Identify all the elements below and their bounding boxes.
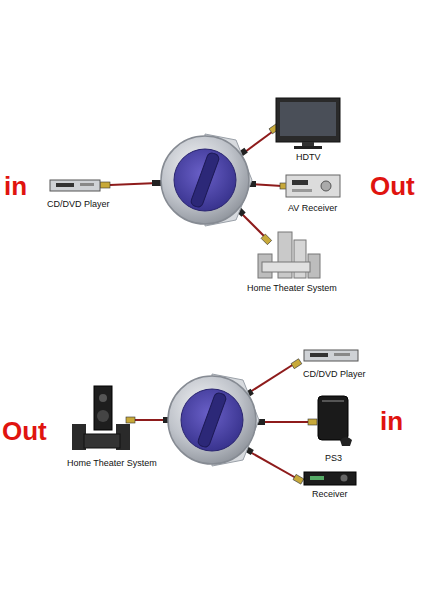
device-label-box: CD/DVD Player	[301, 368, 368, 380]
direction-label: Out	[2, 418, 47, 444]
optical-cable	[110, 132, 282, 238]
device-label: Home Theater System	[67, 458, 157, 468]
home-theater-icon	[72, 386, 130, 450]
device-label: PS3	[325, 453, 342, 463]
device-label-box: Home Theater System	[65, 457, 159, 469]
direction-label: Out	[370, 173, 415, 199]
device-label-box: Receiver	[310, 488, 350, 500]
tv-icon	[276, 98, 340, 149]
cable-plug	[100, 124, 289, 245]
device-label-box: CD/DVD Player	[45, 198, 112, 210]
device-label-box: HDTV	[294, 151, 323, 163]
device-label-box: AV Receiver	[286, 202, 339, 214]
dvd-player-icon	[50, 180, 100, 191]
device-label-box: Home Theater System	[245, 282, 339, 294]
home-theater-icon	[258, 232, 320, 278]
direction-label: in	[380, 408, 403, 434]
optical-cable	[134, 364, 310, 478]
direction-label: in	[4, 173, 27, 199]
optical-switch	[168, 374, 259, 466]
ps3-icon	[318, 396, 352, 446]
receiver-icon	[304, 472, 356, 485]
dvd-player-icon	[304, 350, 358, 361]
device-label: CD/DVD Player	[47, 199, 110, 209]
device-label: HDTV	[296, 152, 321, 162]
device-label: Receiver	[312, 489, 348, 499]
device-label: CD/DVD Player	[303, 369, 366, 379]
av-receiver-icon	[286, 175, 340, 197]
optical-switch	[161, 134, 252, 226]
device-label: Home Theater System	[247, 283, 337, 293]
device-label: AV Receiver	[288, 203, 337, 213]
device-label-box: PS3	[323, 452, 344, 464]
